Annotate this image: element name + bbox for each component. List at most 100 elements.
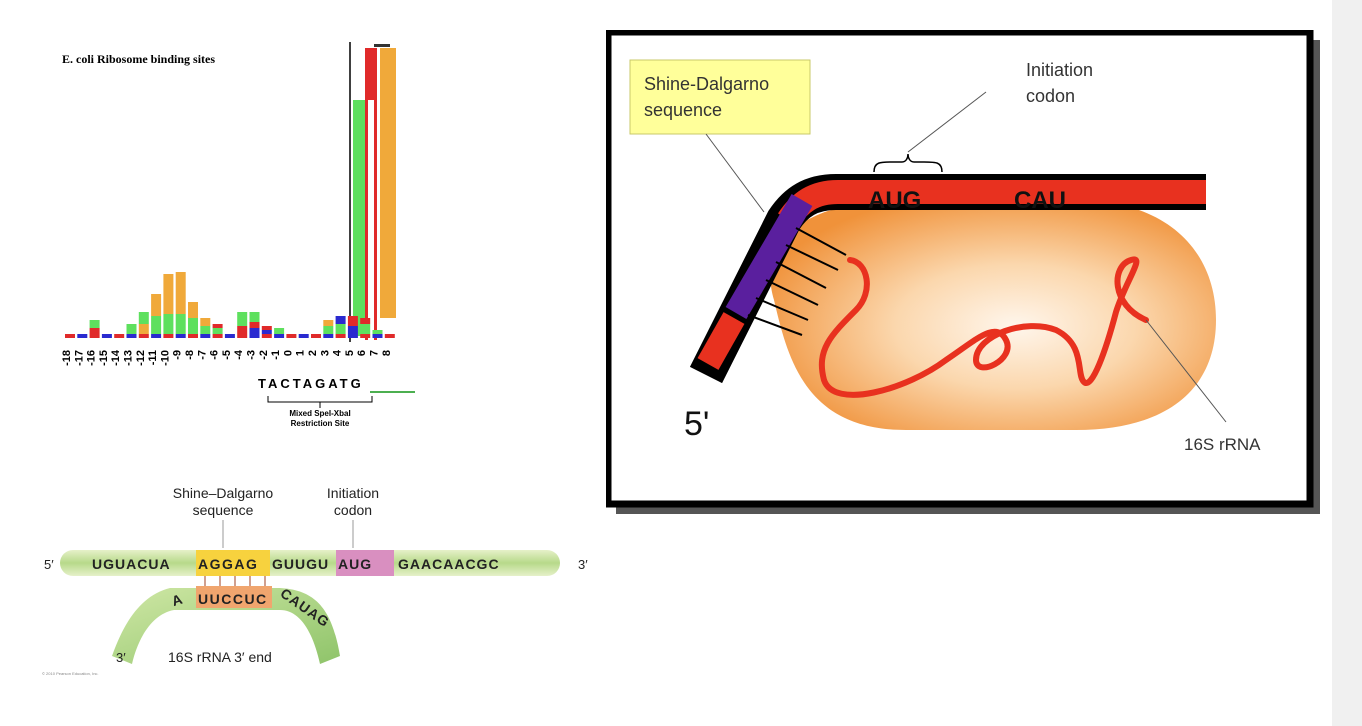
logo-letter-g-pos2 <box>380 48 396 318</box>
logo-letter-a <box>163 314 174 334</box>
logo-letter-a <box>126 324 137 334</box>
logo-letter-g <box>163 274 174 314</box>
logo-noise-mark <box>274 334 285 338</box>
logo-big-letters <box>353 44 396 340</box>
logo-noise-mark <box>77 334 88 338</box>
rrna-seq-a: A <box>170 591 185 609</box>
logo-noise-mark <box>188 334 198 338</box>
logo-letter-c <box>249 328 260 334</box>
position-tick-label: -12 <box>135 350 147 366</box>
position-tick-label: -18 <box>61 350 73 366</box>
sequence-logo-figure: -18-17-16-15-14-13-12-11-10-9-8-7-6-5-4-… <box>61 42 415 428</box>
position-tick-label: -14 <box>110 349 122 366</box>
codon-cau: CAU <box>1014 187 1066 214</box>
logo-letter-a <box>249 312 260 322</box>
position-tick-label: 1 <box>295 350 307 356</box>
restriction-label-2: Restriction Site <box>291 419 350 428</box>
sd-pointer-line <box>705 133 765 213</box>
mrna-band <box>60 550 560 576</box>
logo-letter-t <box>347 316 358 326</box>
position-tick-label: -17 <box>73 350 85 366</box>
mrna-seq-part2: GUUGU <box>272 556 329 572</box>
rrna-label: 16S rRNA <box>1184 435 1261 454</box>
position-tick-label: -2 <box>258 350 270 360</box>
rrna-three-prime: 3′ <box>116 650 126 665</box>
logo-letter-t <box>212 324 223 328</box>
position-tick-label: -9 <box>172 350 184 360</box>
position-tick-label: 7 <box>369 350 381 356</box>
sd-label-line1: Shine–Dalgarno <box>173 485 274 501</box>
position-tick-label: 0 <box>282 350 294 356</box>
mrna-seq-part1: UGUACUA <box>92 556 171 572</box>
logo-letter-a <box>323 326 334 334</box>
init-label-line1: Initiation <box>327 485 379 501</box>
ribosome-cartoon-panel: AUG CAU Initiation codon Shine-Dalgarno … <box>604 28 1320 514</box>
logo-noise-mark <box>101 334 112 338</box>
sd-label-line1: Shine-Dalgarno <box>644 74 769 94</box>
logo-letter-a <box>175 314 186 334</box>
logo-letter-t <box>360 318 371 324</box>
sequence-logo-panel: E. coli Ribosome binding sites -18-17-16… <box>40 30 520 450</box>
consensus-sequence: TACTAGATG <box>258 376 364 391</box>
logo-letter-t <box>249 322 260 328</box>
position-tick-label: -6 <box>209 350 221 360</box>
logo-letter-a <box>335 324 346 334</box>
position-tick-label: 3 <box>319 350 331 356</box>
logo-letter-a <box>200 326 211 334</box>
sd-pairing-figure: Shine–Dalgarno sequence Initiation codon… <box>42 485 588 676</box>
start-codon-highlight <box>336 550 394 576</box>
logo-noise-mark <box>372 334 383 338</box>
logo-letter-c <box>347 326 358 334</box>
position-tick-label: -10 <box>159 350 171 366</box>
logo-letter-g <box>188 302 198 318</box>
logo-letter-a-pos0 <box>353 100 365 336</box>
five-prime-label: 5' <box>684 405 709 443</box>
init-label-line2: codon <box>1026 86 1075 106</box>
ribosome-small-subunit <box>770 200 1216 430</box>
codon-aug: AUG <box>868 187 921 214</box>
rrna-end-label: 16S rRNA 3′ end <box>168 649 272 665</box>
logo-noise-mark <box>212 334 223 338</box>
mrna-five-prime: 5′ <box>44 557 54 572</box>
logo-letter-a <box>237 312 248 326</box>
position-tick-label: 6 <box>356 350 368 356</box>
logo-noise-mark <box>151 334 162 338</box>
mrna-three-prime: 3′ <box>578 557 588 572</box>
logo-noise-mark <box>335 334 346 338</box>
position-tick-label: 8 <box>381 350 393 356</box>
copyright-note: © 2010 Pearson Education, Inc. <box>42 671 99 676</box>
init-pointer-line <box>907 91 987 153</box>
logo-letter-a <box>360 324 371 334</box>
base-pair-ticks <box>204 576 266 586</box>
logo-letter-a <box>372 330 383 334</box>
position-tick-label: -4 <box>233 349 245 360</box>
position-tick-label: -11 <box>147 350 159 365</box>
sd-pairing-panel: Shine–Dalgarno sequence Initiation codon… <box>40 478 600 688</box>
logo-letter-g <box>151 294 162 316</box>
logo-noise-mark <box>126 334 137 338</box>
sd-label-box <box>629 59 811 135</box>
mrna-seq-part3: GAACAACGC <box>398 556 500 572</box>
logo-noise-mark <box>200 334 211 338</box>
position-tick-label: -1 <box>270 350 282 360</box>
logo-letter-g <box>200 318 211 326</box>
logo-noise-mark <box>360 334 371 338</box>
position-tick-label: 4 <box>332 349 344 356</box>
mrna-seq-start: AUG <box>338 556 372 572</box>
logo-noise-mark <box>323 334 334 338</box>
logo-noise-mark <box>249 334 260 338</box>
logo-letter-t-gap <box>368 100 374 340</box>
logo-letter-t <box>89 328 100 334</box>
logo-letter-c <box>335 316 346 324</box>
restriction-bracket <box>267 396 373 403</box>
logo-noise-mark <box>347 334 358 338</box>
ribosome-cartoon-figure: AUG CAU Initiation codon Shine-Dalgarno … <box>604 28 1320 514</box>
sd-label-line2: sequence <box>644 100 722 120</box>
logo-letter-a <box>89 320 100 328</box>
logo-noise-mark <box>298 334 309 338</box>
mrna-sd-segment <box>725 193 813 320</box>
page-edge-strip <box>1332 0 1362 726</box>
logo-noise-mark <box>237 334 248 338</box>
logo-errorbar <box>374 44 382 47</box>
rrna-pair-highlight <box>196 586 272 608</box>
